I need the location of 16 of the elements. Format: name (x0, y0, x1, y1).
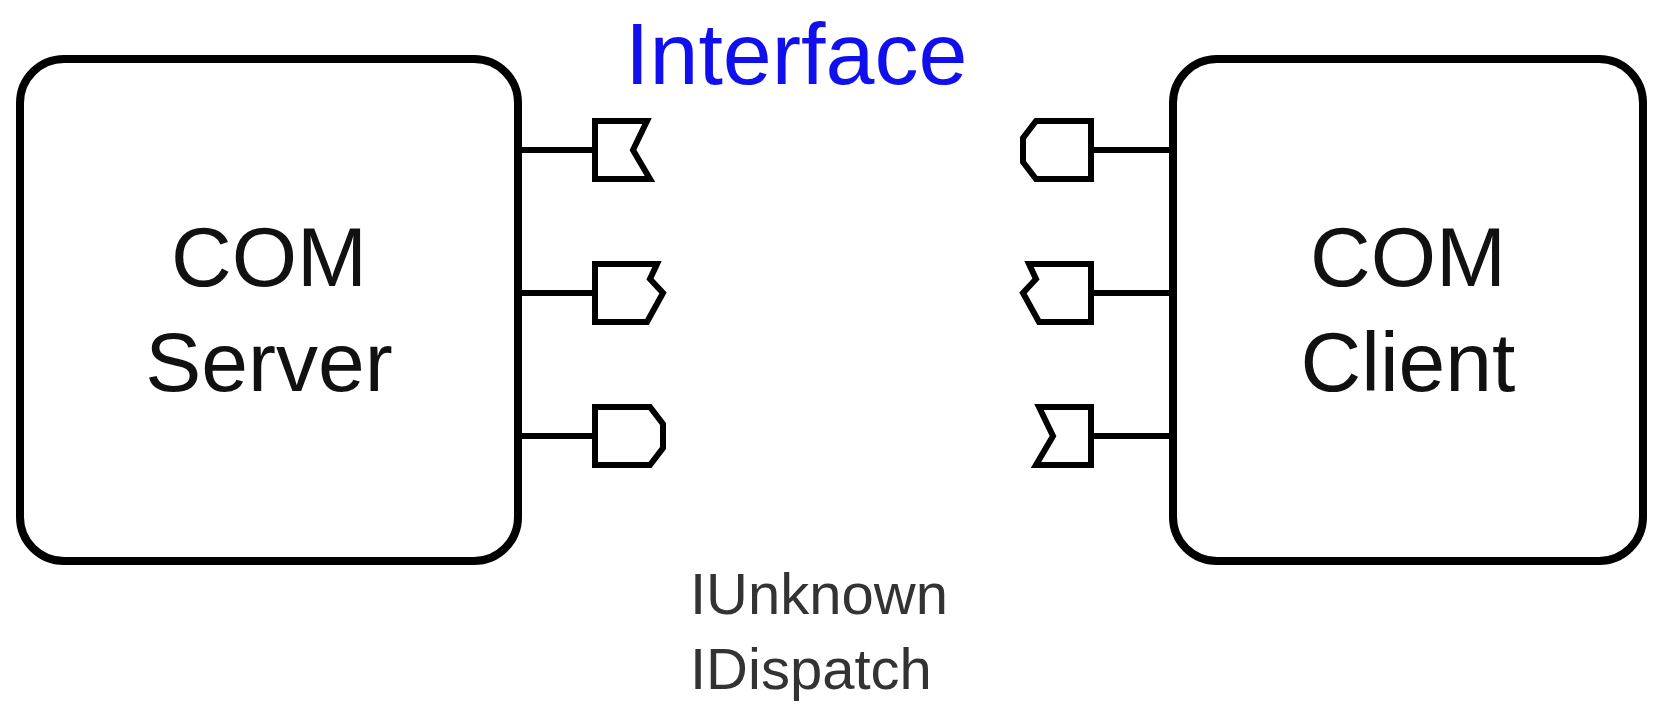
connector-line (1094, 433, 1169, 439)
interface-plug (592, 404, 666, 468)
connector-line (522, 433, 592, 439)
heading: Interface (625, 10, 968, 98)
component-box (1169, 55, 1647, 565)
connector-line (1094, 290, 1169, 296)
component-box (16, 55, 522, 565)
interface-plug (1020, 118, 1094, 182)
connector-line (522, 147, 592, 153)
connector-line (522, 290, 592, 296)
connector-line (1094, 147, 1169, 153)
interface-plug (592, 261, 666, 325)
interface-plug (1020, 261, 1094, 325)
component-label: COM Server (144, 209, 394, 411)
component-label: COM Client (1299, 209, 1517, 411)
interface-name: IUnknown (690, 565, 948, 623)
